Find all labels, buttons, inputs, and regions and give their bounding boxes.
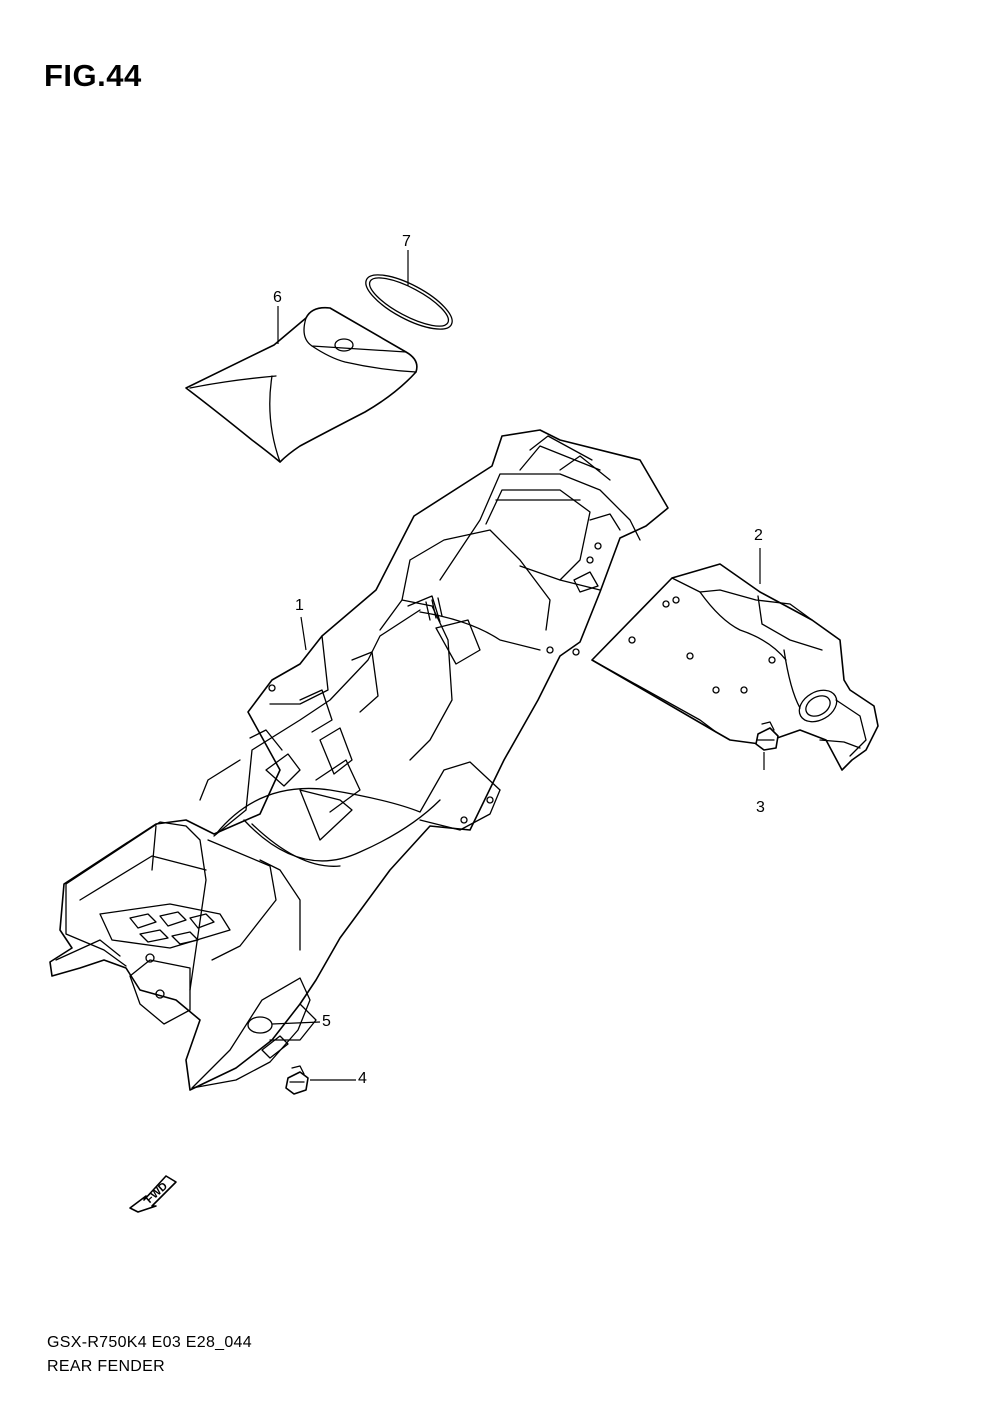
part-1-rear-fender xyxy=(49,429,669,1091)
part-3-bolt xyxy=(755,721,779,751)
part-7-band xyxy=(365,274,453,330)
part-6-pad xyxy=(185,306,418,463)
fwd-marker: FWD xyxy=(129,1175,177,1213)
figure-title: FIG.44 xyxy=(44,58,142,93)
model-code: GSX-R750K4 E03 E28_044 xyxy=(47,1334,252,1351)
part-5-flap xyxy=(191,977,311,1089)
leader-lines xyxy=(271,250,765,1081)
callout-6: 6 xyxy=(273,289,282,306)
forward-arrow-icon xyxy=(129,1175,177,1213)
part-2-rear-extension xyxy=(591,563,879,771)
callout-3: 3 xyxy=(756,799,765,816)
callout-7: 7 xyxy=(402,233,411,250)
callout-5: 5 xyxy=(322,1013,331,1030)
section-name: REAR FENDER xyxy=(47,1358,165,1375)
callout-2: 2 xyxy=(754,527,763,544)
part-4-bolt xyxy=(285,1065,309,1095)
callout-4: 4 xyxy=(358,1070,367,1087)
callout-1: 1 xyxy=(295,597,304,614)
